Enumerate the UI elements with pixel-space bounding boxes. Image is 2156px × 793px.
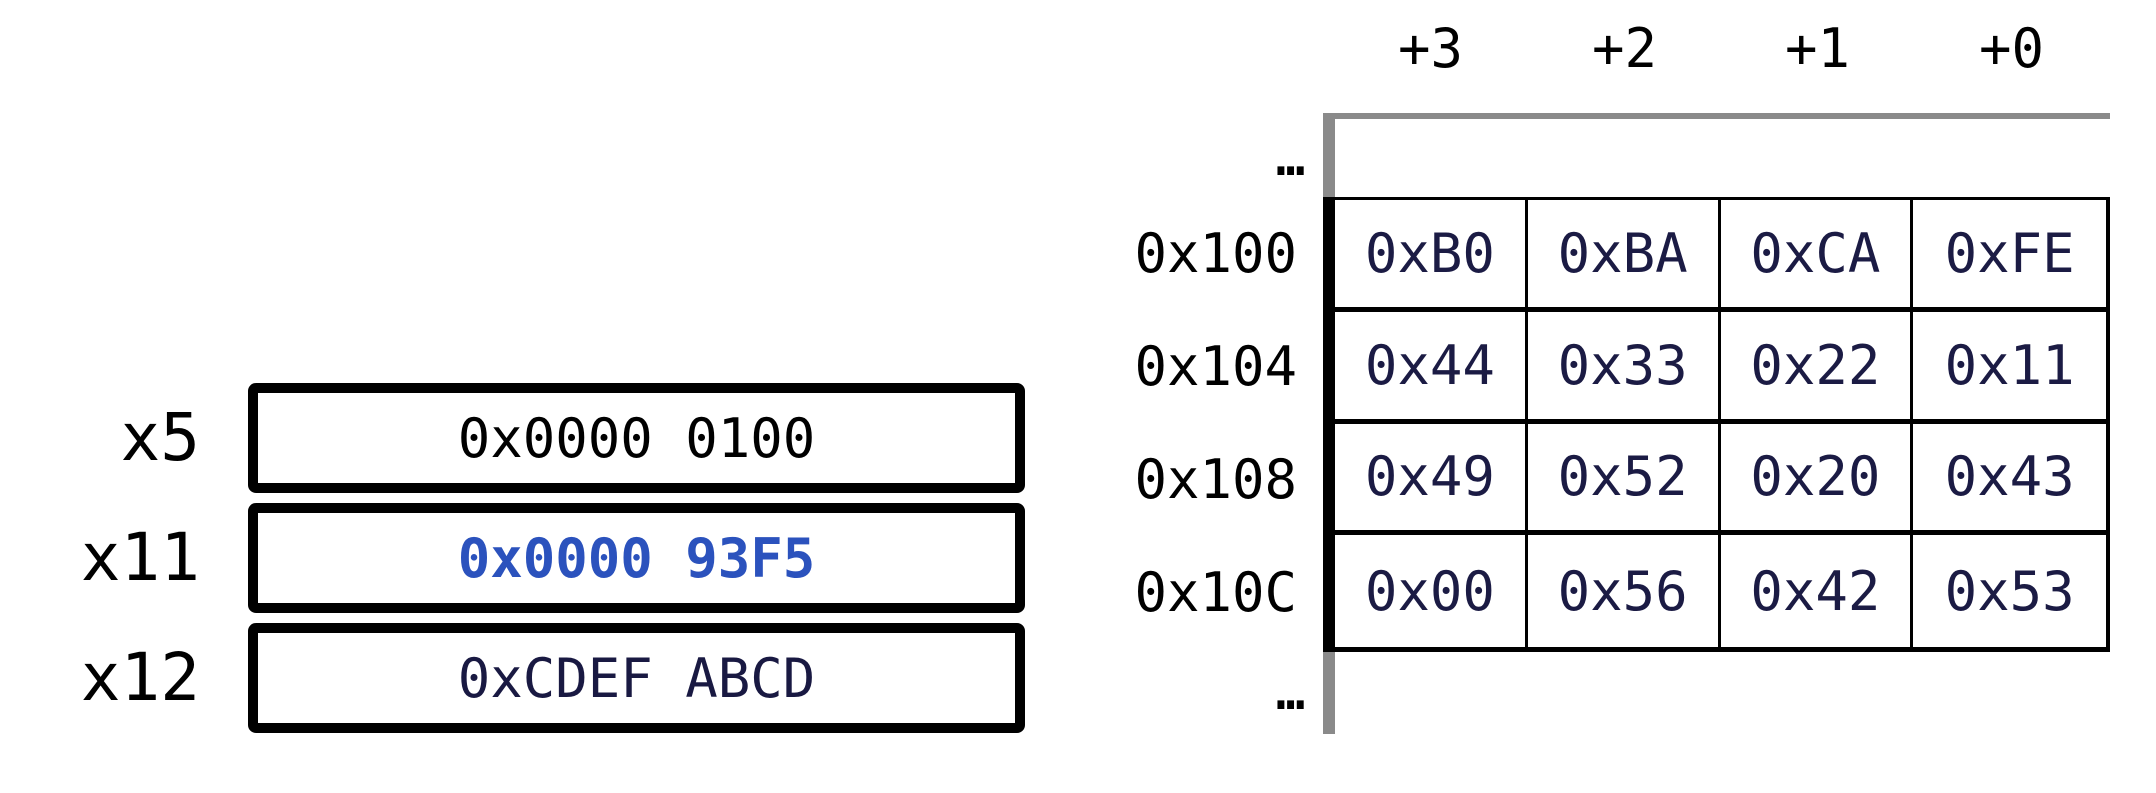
register-box-x11: 0x0000 93F5 bbox=[248, 503, 1025, 613]
register-value-x5: 0x0000 0100 bbox=[457, 406, 816, 470]
register-value-x12: 0xCDEF ABCD bbox=[457, 646, 816, 710]
memory-cell-0x10D: 0x42 bbox=[1721, 535, 1914, 647]
register-box-x5: 0x0000 0100 bbox=[248, 383, 1025, 493]
register-label-x11: x11 bbox=[80, 519, 200, 596]
memory-axis-bar-bottom bbox=[1323, 652, 1335, 734]
address-label-0x100: 0x100 bbox=[1134, 222, 1297, 285]
memory-cell-0x10C: 0x53 bbox=[1944, 559, 2075, 623]
memory-ellipsis-bottom: … bbox=[1276, 665, 1305, 721]
address-label-0x104: 0x104 bbox=[1134, 335, 1297, 398]
register-label-x5: x5 bbox=[120, 399, 200, 476]
register-label-x12: x12 bbox=[80, 639, 200, 716]
memory-cell-0x105: 0x22 bbox=[1720, 311, 1914, 424]
memory-cell-0x10B: 0x49 bbox=[1335, 423, 1528, 536]
memory-cell-0x109: 0x20 bbox=[1720, 423, 1914, 536]
memory-axis-bar-top bbox=[1323, 113, 1335, 197]
memory-cell-0x107: 0x44 bbox=[1335, 311, 1528, 424]
memory-top-axis-line bbox=[1323, 113, 2110, 119]
memory-cell-0x100: 0xFE bbox=[1913, 200, 2106, 312]
register-box-x12: 0xCDEF ABCD bbox=[248, 623, 1025, 733]
byte-offset-header-plus1: +1 bbox=[1784, 17, 1851, 80]
memory-cell-0x102: 0xBA bbox=[1527, 200, 1721, 312]
memory-cell-0x10E: 0x56 bbox=[1528, 535, 1721, 647]
memory-cell-0x10F: 0x00 bbox=[1335, 535, 1528, 647]
memory-cell-0x103: 0xB0 bbox=[1335, 200, 1528, 312]
memory-cell-0x108: 0x43 bbox=[1913, 424, 2106, 536]
address-label-0x108: 0x108 bbox=[1134, 448, 1297, 511]
byte-offset-header-plus2: +2 bbox=[1591, 17, 1658, 80]
memory-cell-0x106: 0x33 bbox=[1527, 311, 1721, 424]
memory-cell-0x104: 0x11 bbox=[1913, 312, 2106, 424]
memory-byte-grid: 0xB0 0xBA 0xCA 0xFE 0x44 0x33 0x22 0x11 … bbox=[1323, 197, 2110, 652]
memory-cell-0x101: 0xCA bbox=[1720, 200, 1914, 312]
memory-cell-0x10A: 0x52 bbox=[1527, 423, 1721, 536]
byte-offset-header-plus0: +0 bbox=[1978, 17, 2045, 80]
memory-ellipsis-top: … bbox=[1276, 131, 1305, 187]
address-label-0x10C: 0x10C bbox=[1134, 561, 1297, 624]
register-value-x11: 0x0000 93F5 bbox=[457, 526, 816, 590]
byte-offset-header-plus3: +3 bbox=[1397, 17, 1464, 80]
